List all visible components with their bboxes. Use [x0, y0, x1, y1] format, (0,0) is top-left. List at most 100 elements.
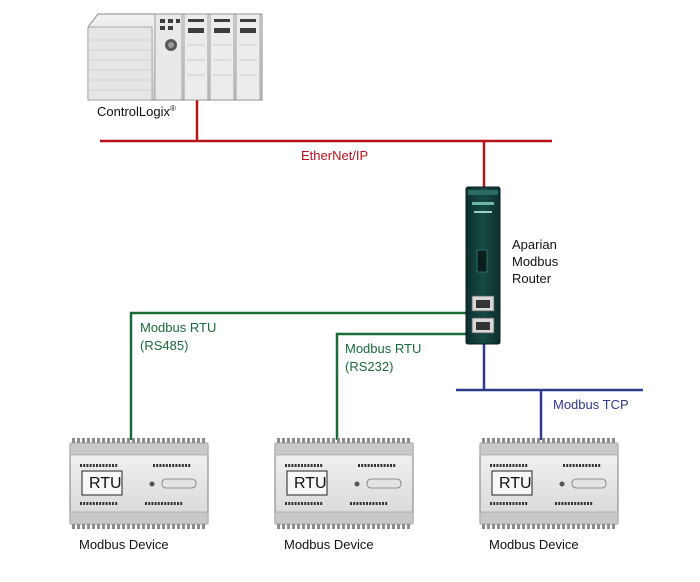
terminal-tooth — [307, 438, 310, 444]
indicator-dot — [304, 502, 307, 505]
terminal-tooth — [497, 523, 500, 529]
terminal-tooth — [587, 438, 590, 444]
terminal-tooth — [117, 523, 120, 529]
terminal-tooth — [522, 523, 525, 529]
indicator-dot — [555, 502, 557, 505]
indicator-dot — [161, 502, 163, 505]
device-slot — [366, 478, 402, 489]
terminal-tooth — [327, 523, 330, 529]
indicator-dot — [291, 502, 294, 505]
terminal-tooth — [547, 438, 550, 444]
indicator-dot — [366, 502, 368, 505]
terminal-tooth — [77, 438, 80, 444]
modbus-rtu-rs485-sublabel: (RS485) — [140, 338, 188, 353]
terminal-tooth — [507, 438, 510, 444]
router-label-line2: Modbus — [512, 254, 559, 269]
indicator-dot — [369, 502, 372, 505]
indicator-dot — [167, 502, 170, 505]
terminal-tooth — [152, 523, 155, 529]
terminal-tooth — [122, 438, 125, 444]
indicator-dot — [86, 464, 89, 467]
terminal-tooth — [107, 523, 110, 529]
terminal-tooth — [287, 523, 290, 529]
terminal-tooth — [502, 438, 505, 444]
indicator-dot — [89, 502, 92, 505]
terminal-tooth — [402, 438, 405, 444]
terminal-tooth — [157, 523, 160, 529]
terminal-tooth — [187, 523, 190, 529]
indicator-dot — [310, 502, 313, 505]
terminal-tooth — [362, 438, 365, 444]
status-led-icon — [354, 481, 360, 487]
indicator-dot — [595, 464, 597, 467]
terminal-tooth — [292, 523, 295, 529]
indicator-dot — [375, 502, 378, 505]
indicator-dot — [569, 464, 572, 467]
indicator-dot — [80, 502, 82, 505]
indicator-dot — [353, 502, 356, 505]
indicator-dot — [572, 464, 575, 467]
indicator-dot — [583, 502, 586, 505]
terminal-tooth — [102, 438, 105, 444]
indicator-dot — [297, 502, 300, 505]
rtu-label-box — [81, 470, 123, 496]
terminal-tooth — [92, 523, 95, 529]
indicator-dot — [297, 464, 300, 467]
terminal-tooth — [317, 438, 320, 444]
terminal-tooth — [87, 438, 90, 444]
indicator-dot — [83, 464, 86, 467]
terminal-tooth — [197, 438, 200, 444]
modbus-rtu-rs232-sublabel: (RS232) — [345, 359, 393, 374]
ethernet-port-icon — [471, 317, 495, 334]
indicator-dot — [83, 502, 86, 505]
indicator-dot — [490, 502, 492, 505]
terminal-tooth — [297, 438, 300, 444]
modbus-device-label: Modbus Device — [79, 537, 169, 552]
modbus-rtu-rs485-network — [129, 311, 466, 440]
terminal-tooth — [302, 438, 305, 444]
indicator-dot — [102, 502, 105, 505]
terminal-tooth — [507, 523, 510, 529]
rtu-device-body — [479, 438, 619, 529]
terminal-tooth — [97, 438, 100, 444]
modbus-tcp-network — [456, 344, 643, 440]
indicator-dot — [558, 502, 561, 505]
indicator-dot — [285, 502, 287, 505]
indicator-dot — [169, 464, 171, 467]
indicator-dot — [377, 464, 380, 467]
terminal-tooth — [277, 438, 280, 444]
terminal-tooth — [522, 438, 525, 444]
indicator-dot — [181, 464, 184, 467]
terminal-tooth — [517, 438, 520, 444]
indicator-dot — [364, 464, 367, 467]
indicator-dot — [561, 502, 564, 505]
terminal-tooth — [337, 523, 340, 529]
terminal-tooth — [382, 523, 385, 529]
indicator-dot — [361, 464, 364, 467]
terminal-tooth — [327, 438, 330, 444]
indicator-dot — [362, 502, 365, 505]
terminal-tooth — [302, 523, 305, 529]
terminal-tooth — [147, 523, 150, 529]
indicator-dot — [367, 464, 370, 467]
terminal-tooth — [282, 523, 285, 529]
terminal-tooth — [492, 438, 495, 444]
terminal-tooth — [202, 438, 205, 444]
terminal-tooth — [557, 523, 560, 529]
terminal-tooth — [307, 523, 310, 529]
indicator-dot — [159, 464, 162, 467]
indicator-dot — [317, 464, 319, 467]
terminal-tooth — [112, 523, 115, 529]
modbus-device-3: RTU Modbus Device — [479, 438, 619, 552]
terminal-tooth — [172, 523, 175, 529]
indicator-dot — [566, 464, 569, 467]
indicator-dot — [188, 464, 191, 467]
rtu-device-body — [274, 438, 414, 529]
terminal-tooth — [177, 523, 180, 529]
terminal-tooth — [612, 523, 615, 529]
rtu-device-body — [69, 438, 209, 529]
terminal-tooth — [352, 523, 355, 529]
terminal-tooth — [177, 438, 180, 444]
terminal-tooth — [537, 523, 540, 529]
